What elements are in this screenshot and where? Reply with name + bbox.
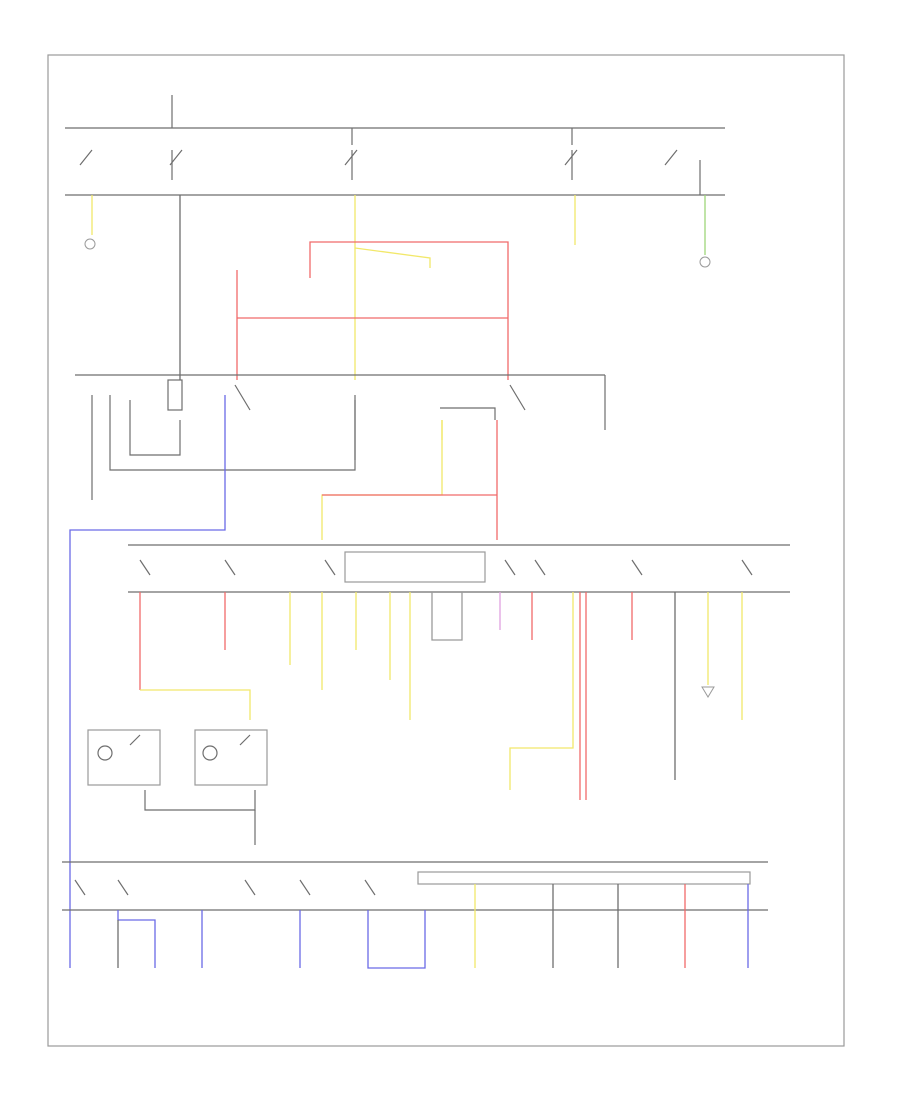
ground-symbols-top	[84, 238, 711, 268]
diagram-frame	[47, 54, 845, 1047]
middle-relay-area	[75, 374, 606, 500]
top-power-distribution	[65, 95, 725, 196]
top-wires	[91, 195, 706, 380]
fuse-block-2-drops	[117, 884, 749, 969]
middle-feed-wires	[69, 395, 498, 968]
fuse-block-upper	[128, 544, 790, 593]
fuse-block-1-drops	[139, 592, 743, 800]
left-relay-boxes	[87, 729, 268, 845]
fuse-block-lower	[62, 861, 768, 911]
yellow-cross-wire	[140, 689, 251, 720]
ground-symbol-right	[701, 686, 715, 698]
